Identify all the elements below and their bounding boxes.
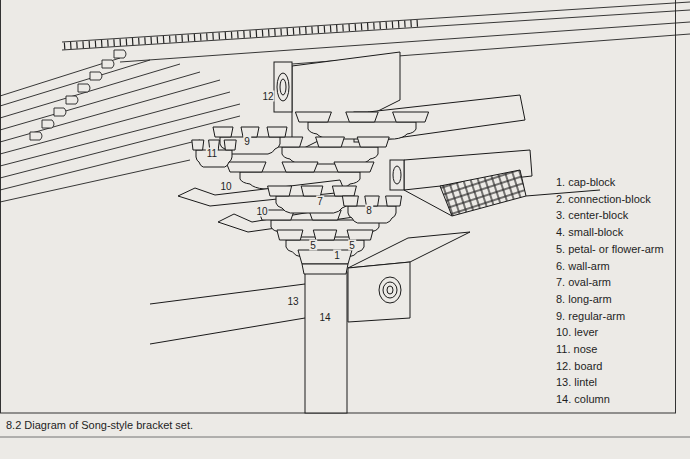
rafter-ends <box>30 50 126 140</box>
cross-beam <box>348 232 470 322</box>
roof <box>64 23 420 46</box>
key-entry: 11. nose <box>556 343 597 356</box>
roof <box>0 60 150 106</box>
key-entry: 13. lintel <box>556 376 597 389</box>
lintel <box>150 284 305 304</box>
roof <box>0 64 180 118</box>
board-ends <box>280 79 286 95</box>
roof <box>0 2 690 202</box>
callout-number: 9 <box>243 136 251 147</box>
key-entry: 12. board <box>556 360 602 373</box>
key-entry: 10. lever <box>556 326 598 339</box>
lower-arms <box>342 196 401 223</box>
callout-number: 5 <box>348 240 356 251</box>
lintel <box>150 318 305 344</box>
upper-arms <box>192 112 429 189</box>
roof <box>0 140 200 190</box>
callout-number: 14 <box>318 312 331 323</box>
figure-frame <box>1 0 676 413</box>
callout-number: 13 <box>286 296 299 307</box>
key-entry: 9. regular-arm <box>556 310 625 323</box>
roof <box>0 116 240 178</box>
cross-beam <box>383 282 397 298</box>
callout-number: 1 <box>333 250 341 261</box>
cross-beam <box>379 277 401 303</box>
key-entry: 1. cap-block <box>556 176 615 189</box>
beams <box>440 170 526 216</box>
key-entry: 5. petal- or flower-arm <box>556 243 664 256</box>
callout-number: 8 <box>365 205 373 216</box>
callout-number: 5 <box>309 240 317 251</box>
upper-arms <box>192 140 236 167</box>
rafter-ends <box>78 84 90 92</box>
key-entry: 4. small-block <box>556 226 623 239</box>
roof <box>62 2 690 42</box>
caption-rule <box>0 437 690 438</box>
roof <box>0 80 220 142</box>
board-ends <box>277 73 289 101</box>
column <box>305 272 347 413</box>
rafter-ends <box>114 50 126 58</box>
callout-number: 7 <box>316 196 324 207</box>
key-entry: 8. long-arm <box>556 293 612 306</box>
key-entry: 6. wall-arm <box>556 260 610 273</box>
roof <box>120 22 690 62</box>
cap-block <box>298 250 352 264</box>
rafter-ends <box>66 96 78 104</box>
board-ends <box>274 62 292 112</box>
lintel <box>150 284 305 344</box>
callout-number: 10 <box>219 181 232 192</box>
callout-number: 11 <box>206 148 218 159</box>
rafter-ends <box>30 132 42 140</box>
callout-number: 12 <box>261 91 274 102</box>
callout-number: 10 <box>255 206 268 217</box>
board-ends <box>393 166 401 184</box>
key-entry: 14. column <box>556 393 610 406</box>
board-ends <box>390 160 404 190</box>
figure-caption: 8.2 Diagram of Song-style bracket set. <box>6 419 193 432</box>
roof <box>0 58 120 96</box>
key-entry: 2. connection-block <box>556 193 651 206</box>
rafter-ends <box>102 60 114 68</box>
lower-arms <box>258 186 401 257</box>
upper-arms <box>271 137 389 164</box>
cross-beam <box>348 262 410 322</box>
roof <box>0 160 190 202</box>
key-entry: 7. oval-arm <box>556 276 611 289</box>
rafter-ends <box>54 108 66 116</box>
rafter-ends <box>90 72 102 80</box>
roof <box>0 104 240 166</box>
cap-block <box>302 264 348 274</box>
cap-block <box>298 250 352 274</box>
cross-beam <box>387 286 393 294</box>
beams <box>404 190 452 216</box>
rafter-ends <box>42 120 54 128</box>
upper-arms <box>295 112 428 139</box>
roof <box>0 72 200 130</box>
key-entry: 3. center-block <box>556 209 628 222</box>
